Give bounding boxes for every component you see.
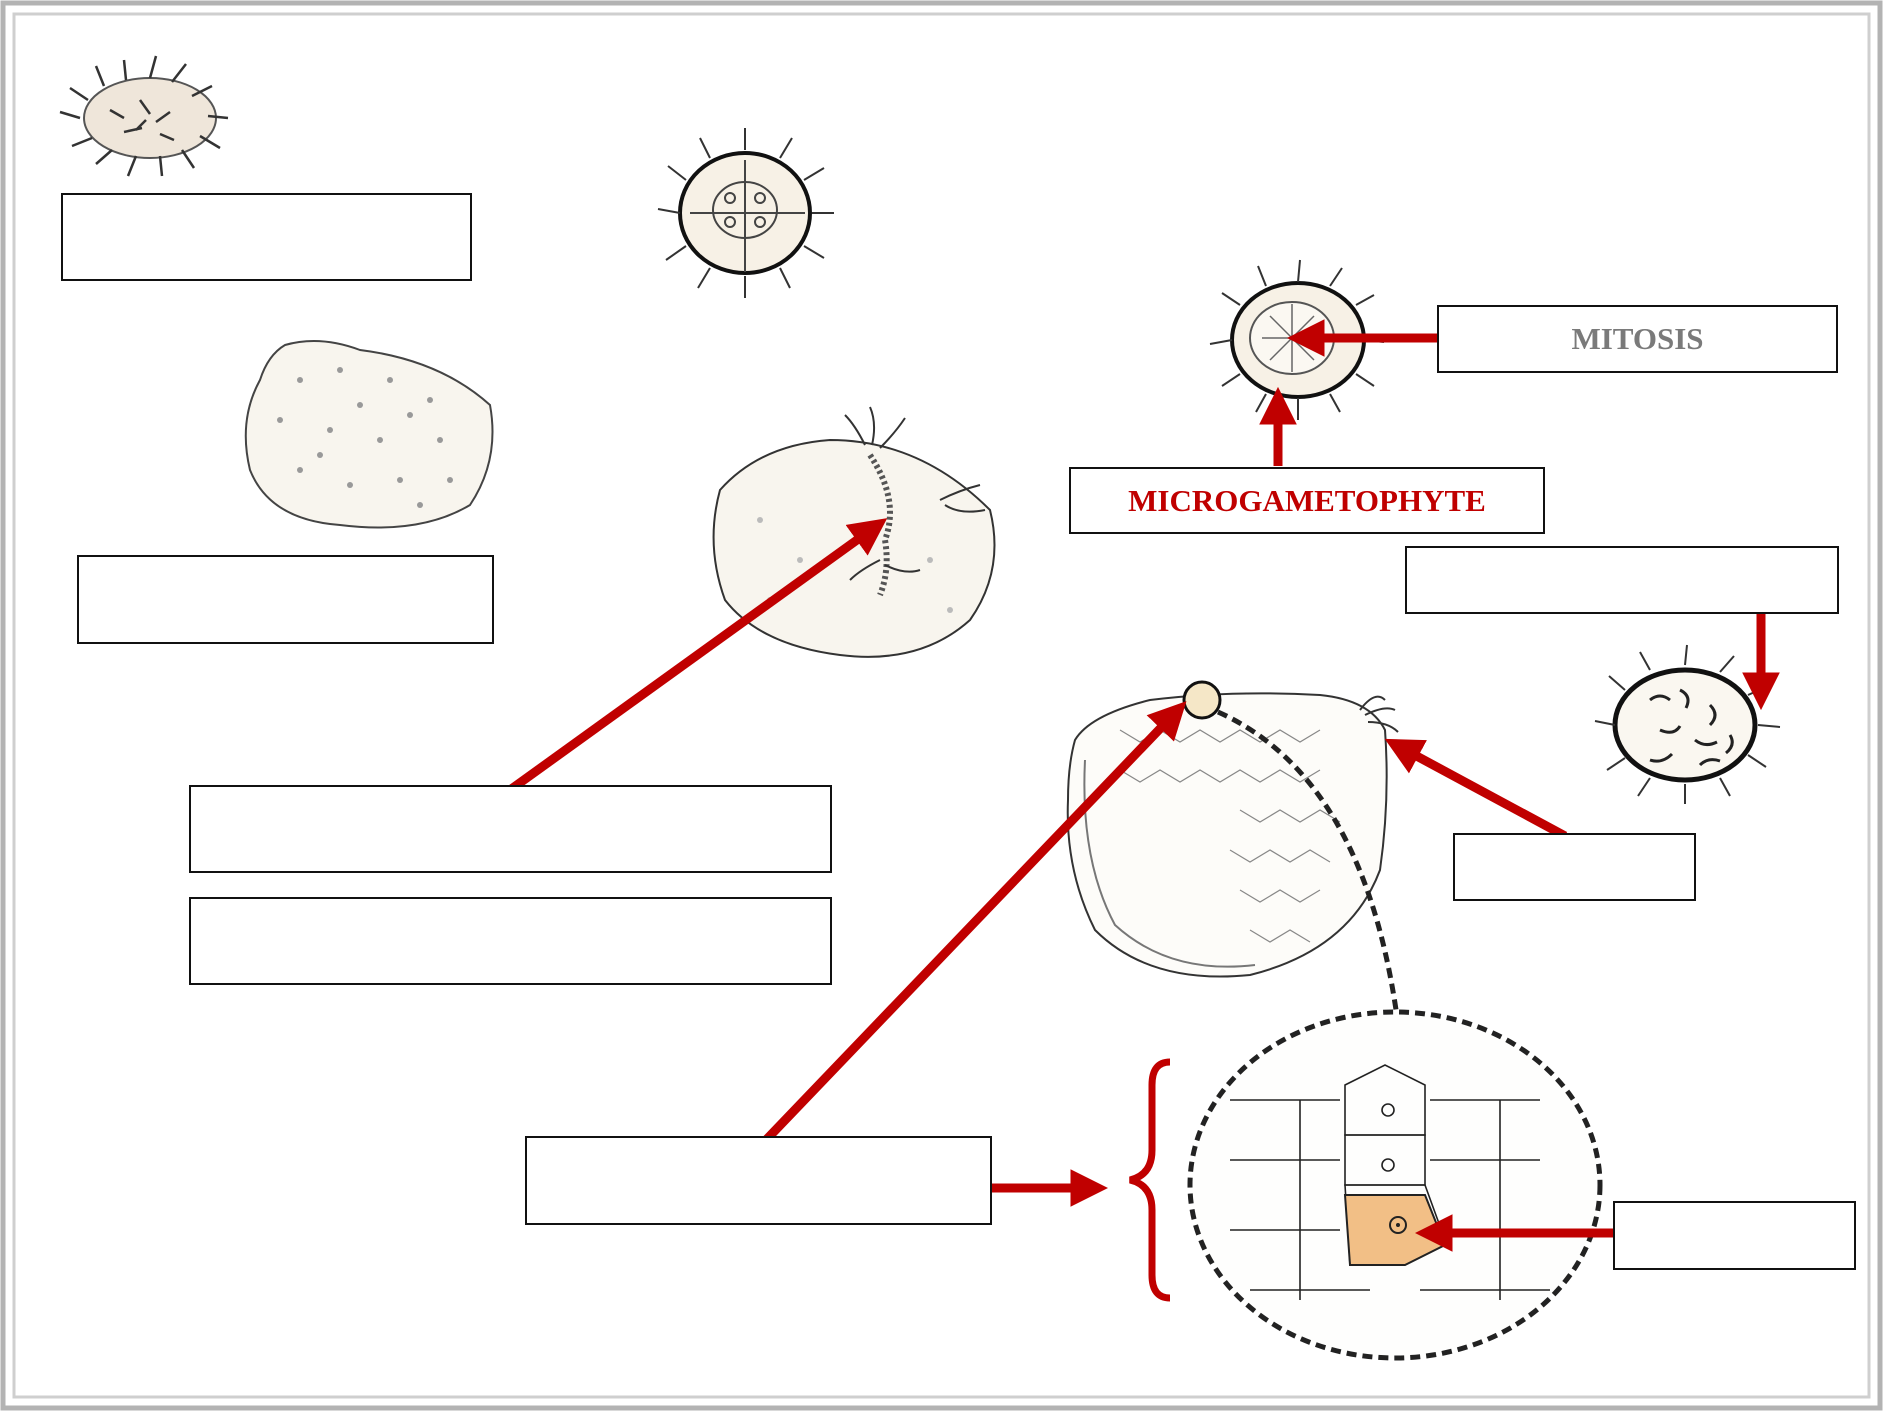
- label-box-rhizoids[interactable]: [1453, 833, 1696, 901]
- label-box-microgametophyte[interactable]: MICROGAMETOPHYTE: [1069, 467, 1545, 534]
- sperm-release-spore-drawing: [1594, 644, 1781, 804]
- archegonium-brace: [1129, 1058, 1171, 1302]
- label-box-mitosis[interactable]: MITOSIS: [1437, 305, 1838, 373]
- label-box-archegonium[interactable]: [525, 1136, 992, 1225]
- label-box-prothallus-1[interactable]: [189, 785, 832, 873]
- label-box-spore[interactable]: [61, 193, 472, 281]
- spore-tetrad-drawing: [657, 128, 834, 298]
- prothallus-drawing: [712, 406, 996, 658]
- rough-spore-drawing: [244, 340, 494, 529]
- label-box-sperm-release[interactable]: [1405, 546, 1839, 614]
- spore-cluster-drawing: [59, 55, 229, 177]
- label-box-egg[interactable]: [1613, 1201, 1856, 1270]
- arrow-archegonium: [762, 701, 1187, 1144]
- arrow-rhizoids: [1384, 738, 1568, 840]
- label-box-rough-spore[interactable]: [77, 555, 494, 644]
- arrow-prothallus: [507, 518, 888, 794]
- archegonium-inset-drawing: [1187, 1009, 1603, 1361]
- page-inner-border: [12, 12, 1871, 1399]
- gametophyte-section-drawing: [1066, 680, 1403, 1041]
- label-box-prothallus-2[interactable]: [189, 897, 832, 985]
